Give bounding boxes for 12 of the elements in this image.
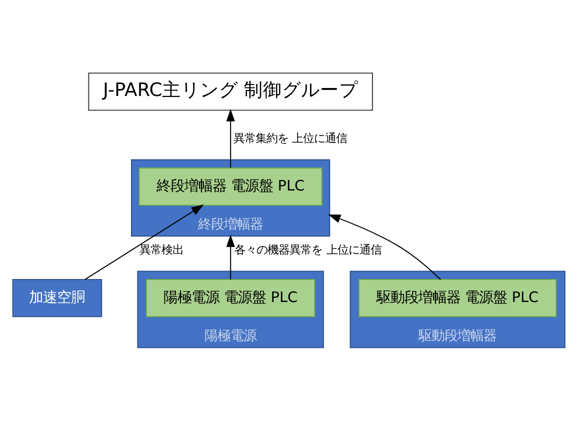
arrow <box>226 234 235 279</box>
node-box: 陽極電源 電源盤 PLC <box>146 278 316 317</box>
arrow <box>226 108 235 168</box>
edge-label: 異常検出 <box>139 242 184 256</box>
edge-label: 異常集約を 上位に通信 <box>234 130 348 145</box>
edge-label: 各々の機器異常を 上位に通信 <box>234 242 382 256</box>
node-box: 加速空胴 <box>12 278 102 317</box>
node-box: 終段増幅器 電源盤 PLC <box>138 167 322 206</box>
arrow <box>84 204 204 280</box>
arrow <box>328 214 441 280</box>
node-box: 駆動段増幅器 電源盤 PLC <box>358 278 557 317</box>
node-box: J-PARC主リング 制御グループ <box>88 72 373 110</box>
